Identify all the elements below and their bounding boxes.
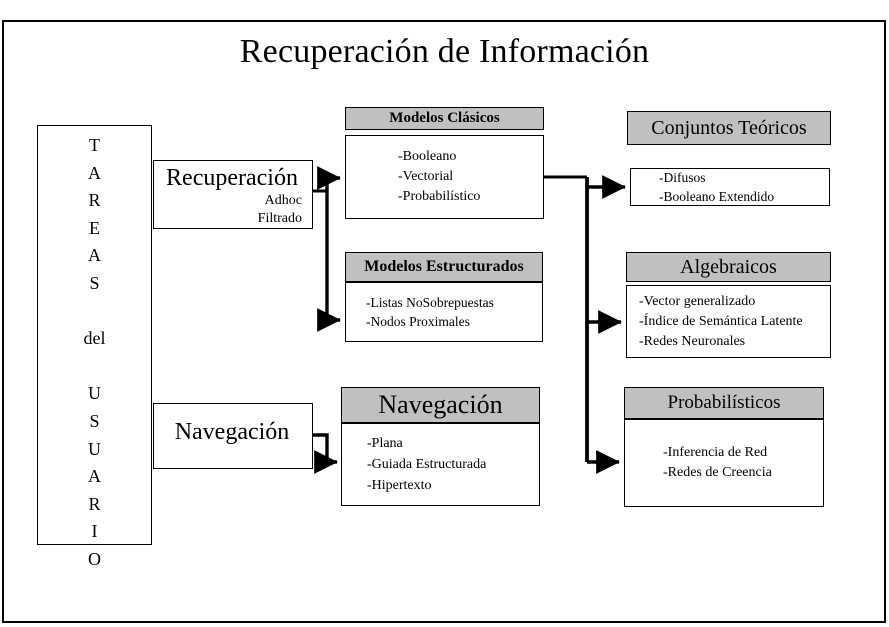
tasks-column-box: T A R E A S del U S U A R I O [37,125,152,569]
list-item: -Inferencia de Red [663,445,768,460]
tasks-letter: U [88,383,101,404]
stage-box-browsing: Navegación [153,403,313,469]
body-set-theoretic: -Difusos -Booleano Extendido [630,168,830,206]
body-structured-models: -Listas NoSobrepuestas -Nodos Proximales [345,282,543,342]
body-probabilistic: -Inferencia de Red -Redes de Creencia [624,419,824,507]
stage-title-browsing: Navegación [174,419,290,445]
tasks-letter: A [88,245,101,266]
list-item: -Vectorial [398,169,454,184]
page-title: Recuperación de Información [239,33,650,70]
tasks-letter: U [88,438,101,459]
header-probabilistic: Probabilísticos [624,387,824,419]
list-item: -Booleano [398,149,457,164]
tasks-letter: A [88,162,101,183]
list-item: -Difusos [659,170,706,185]
tasks-letter: T [89,135,100,155]
tasks-letter: R [88,190,101,211]
list-item: -Vector generalizado [639,293,756,309]
list-item: -Redes de Creencia [663,465,772,480]
stage-box-retrieval: Recuperación Adhoc Filtrado [153,160,313,229]
tasks-letter: O [88,548,101,569]
header-classic-models: Modelos Clásicos [345,107,544,130]
stage-title-retrieval: Recuperación [166,165,298,191]
header-structured-models: Modelos Estructurados [345,252,543,282]
list-item: -Redes Neuronales [639,333,746,349]
list-item: -Índice de Semántica Latente [639,313,803,329]
tasks-letter: S [89,410,100,431]
tasks-letter: I [91,521,98,542]
stage-sub-adhoc: Adhoc [264,193,302,208]
list-item: -Booleano Extendido [659,189,775,204]
list-item: -Hipertexto [367,478,432,493]
tasks-letter: A [88,466,101,487]
header-algebraic: Algebraicos [626,252,831,282]
list-item: -Guiada Estructurada [367,457,487,472]
tasks-letter: S [89,272,100,293]
body-classic-models: -Booleano -Vectorial -Probabilístico [345,135,544,219]
body-algebraic: -Vector generalizado -Índice de Semántic… [626,285,831,358]
list-item: -Plana [367,436,403,451]
tasks-letter: E [89,217,100,238]
body-browsing-models: -Plana -Guiada Estructurada -Hipertexto [341,423,540,506]
header-set-theoretic: Conjuntos Teóricos [627,111,831,145]
stage-sub-filtrado: Filtrado [257,211,302,226]
list-item: -Probabilístico [398,189,481,204]
tasks-letter: R [88,493,101,514]
list-item: -Nodos Proximales [366,314,470,329]
tasks-letter: del [83,328,106,349]
list-item: -Listas NoSobrepuestas [366,295,494,310]
header-browsing-models: Navegación [341,387,540,423]
